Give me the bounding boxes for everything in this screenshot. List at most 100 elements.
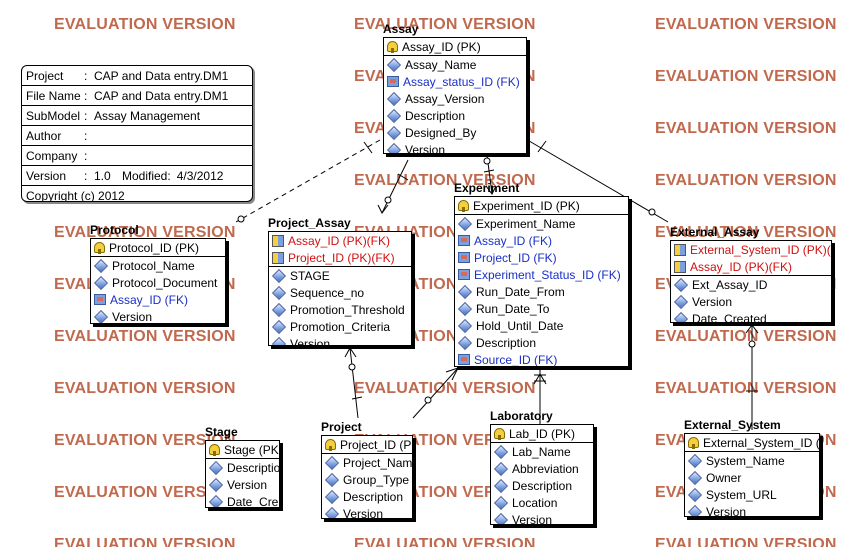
info-row-project: Project: CAP and Data entry.DM1 xyxy=(22,66,252,86)
entity-attribute[interactable]: Descriptio xyxy=(206,459,279,476)
watermark-text: EVALUATION VERSION xyxy=(655,536,837,547)
entity-attribute[interactable]: Description xyxy=(384,107,526,124)
rel-project-experiment-crowfoot xyxy=(445,367,459,381)
entity-attribute[interactable]: Date_Cre xyxy=(206,493,279,507)
entity-attribute[interactable]: Project_ID (PK)(FK) xyxy=(269,249,411,267)
attribute-label: Run_Date_From xyxy=(476,284,565,299)
entity-attribute[interactable]: External_System_ID (PK)( xyxy=(671,241,831,258)
entity-attribute[interactable]: Protocol_Document xyxy=(91,274,225,291)
entity-attribute[interactable]: External_System_ID (P xyxy=(685,434,819,452)
model-info-box: Project: CAP and Data entry.DM1 File Nam… xyxy=(21,65,253,202)
entity-attribute[interactable]: Hold_Until_Date xyxy=(455,317,628,334)
entity-attribute[interactable]: System_Name xyxy=(685,452,819,469)
watermark-text: EVALUATION VERSION xyxy=(655,68,837,85)
entity-title: Protocol xyxy=(90,223,139,237)
entity-attribute[interactable]: Description xyxy=(491,477,593,494)
entity-attribute[interactable]: Stage (PK xyxy=(206,441,279,459)
entity-attribute[interactable]: Experiment_Status_ID (FK) xyxy=(455,266,628,283)
watermark-text: EVALUATION VERSION xyxy=(655,172,837,189)
entity-attribute[interactable]: Description xyxy=(455,334,628,351)
entity-attribute[interactable]: Version xyxy=(91,308,225,323)
entity-attribute[interactable]: Lab_ID (PK) xyxy=(491,425,593,443)
entity-attribute[interactable]: Protocol_ID (PK) xyxy=(91,239,225,257)
entity-attribute[interactable]: Version xyxy=(206,476,279,493)
entity-attribute[interactable]: Ext_Assay_ID xyxy=(671,276,831,293)
entity-attribute[interactable]: Version xyxy=(269,335,411,345)
attribute-label: Location xyxy=(512,495,558,510)
attribute-label: Protocol_ID (PK) xyxy=(109,240,200,255)
entity-attribute[interactable]: Lab_Name xyxy=(491,443,593,460)
entity-attribute[interactable]: Run_Date_To xyxy=(455,300,628,317)
entity-attribute[interactable]: Assay_Version xyxy=(384,90,526,107)
attribute-icon xyxy=(208,477,224,492)
entity-attribute[interactable]: Owner xyxy=(685,469,819,486)
attribute-label: Descriptio xyxy=(227,460,280,475)
rel-assay-external-assay-tick xyxy=(537,140,547,153)
entity-attribute[interactable]: Assay_ID (PK)(FK) xyxy=(269,232,411,249)
entity-attribute[interactable]: Version xyxy=(685,503,819,516)
entity-attribute[interactable]: Sequence_no xyxy=(269,284,411,301)
attribute-label: Assay_ID (FK) xyxy=(110,292,189,307)
attribute-label: Project_Nam xyxy=(343,455,413,470)
entity-attribute[interactable]: Promotion_Criteria xyxy=(269,318,411,335)
primary-key-icon xyxy=(209,444,220,456)
entity-attribute[interactable]: Assay_ID (FK) xyxy=(91,291,225,308)
entity-attribute[interactable]: Protocol_Name xyxy=(91,257,225,274)
watermark-text: EVALUATION VERSION xyxy=(54,536,236,547)
entity-attribute[interactable]: Project_Nam xyxy=(322,454,412,471)
rel-assay-project-assay xyxy=(381,159,409,214)
watermark-text: EVALUATION VERSION xyxy=(655,328,837,345)
entity-attribute[interactable]: Promotion_Threshold xyxy=(269,301,411,318)
attribute-label: Experiment_ID (PK) xyxy=(473,198,580,213)
entity-attribute[interactable]: System_URL xyxy=(685,486,819,503)
attribute-label: Protocol_Name xyxy=(112,258,195,273)
entity-attribute[interactable]: Version xyxy=(384,141,526,153)
entity-attribute[interactable]: Designed_By xyxy=(384,124,526,141)
entity-attribute[interactable]: Project_ID (P xyxy=(322,436,412,454)
watermark-text: EVALUATION VERSION xyxy=(54,432,236,449)
entity-attribute[interactable]: Abbreviation xyxy=(491,460,593,477)
entity-attribute[interactable]: Assay_ID (PK)(FK) xyxy=(671,258,831,276)
attribute-icon xyxy=(457,284,473,299)
attribute-icon xyxy=(93,258,109,273)
attribute-icon xyxy=(93,275,109,290)
entity-attribute[interactable]: Assay_ID (FK) xyxy=(455,232,628,249)
entity-attribute[interactable]: Assay_Name xyxy=(384,56,526,73)
entity-attribute[interactable]: STAGE xyxy=(269,267,411,284)
entity-attribute[interactable]: Experiment_Name xyxy=(455,215,628,232)
entity-attribute[interactable]: Assay_status_ID (FK) xyxy=(384,73,526,90)
entity-attribute[interactable]: Version xyxy=(322,505,412,518)
entity-attribute[interactable]: Version xyxy=(491,511,593,525)
entity-attribute[interactable]: Date_Created xyxy=(671,310,831,322)
attribute-label: Version xyxy=(512,512,553,525)
primary-key-icon xyxy=(458,200,469,212)
entity-attribute[interactable]: Experiment_ID (PK) xyxy=(455,197,628,215)
entity-attribute[interactable]: Location xyxy=(491,494,593,511)
primary-foreign-key-icon xyxy=(272,234,284,247)
watermark-text: EVALUATION VERSION xyxy=(54,380,236,397)
entity-attribute[interactable]: Version xyxy=(671,293,831,310)
entity-attribute[interactable]: Assay_ID (PK) xyxy=(384,38,526,56)
entity-attribute[interactable]: Source_ID (FK) xyxy=(455,351,628,366)
attribute-icon xyxy=(687,504,703,516)
foreign-key-icon xyxy=(458,269,470,280)
watermark-text: EVALUATION VERSION xyxy=(354,536,536,547)
rel-project-assay-project-crowfoot xyxy=(344,347,357,358)
entity-attribute[interactable]: Description xyxy=(322,488,412,505)
watermark-text: EVALUATION VERSION xyxy=(655,120,837,137)
attribute-icon xyxy=(271,336,287,345)
entity-attribute[interactable]: Run_Date_From xyxy=(455,283,628,300)
info-value: CAP and Data entry.DM1 xyxy=(94,68,229,83)
entity-attribute[interactable]: Group_Type xyxy=(322,471,412,488)
entity-attribute[interactable]: Project_ID (FK) xyxy=(455,249,628,266)
info-row-submodel: SubModel: Assay Management xyxy=(22,106,252,126)
